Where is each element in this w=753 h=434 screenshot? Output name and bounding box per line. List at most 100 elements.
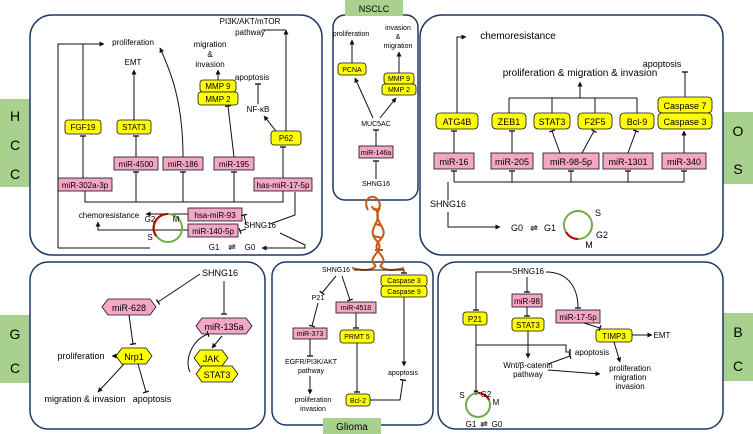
- svg-text:ZEB1: ZEB1: [498, 117, 521, 127]
- hcc-mir302-box: miR-302a-3p: [57, 177, 113, 192]
- svg-text:STAT3: STAT3: [204, 370, 231, 380]
- os-mir1301-box: miR-1301: [602, 152, 654, 170]
- gc-mir135a-to-jak: [211, 335, 223, 349]
- hcc-panel: proliferation PI3K/AKT/mTOR pathway migr…: [57, 17, 313, 252]
- svg-text:Glioma: Glioma: [336, 422, 368, 433]
- svg-text:miR-16: miR-16: [439, 157, 468, 167]
- glioma-shng16: SHNG16: [322, 267, 350, 274]
- svg-text:miR-146a: miR-146a: [361, 150, 391, 157]
- svg-text:miR-98: miR-98: [514, 297, 540, 306]
- svg-text:STAT3: STAT3: [122, 123, 146, 132]
- nsclc-invasion-1: invasion: [385, 25, 411, 32]
- nsclc-mmp2-box: MMP 2: [381, 83, 417, 96]
- svg-text:F2F5: F2F5: [584, 117, 605, 127]
- svg-text:G2: G2: [596, 230, 608, 240]
- bc-prolif-3: invasion: [615, 382, 644, 391]
- bc-wnt-inhibit-apoptosis: [547, 352, 572, 365]
- svg-text:G0: G0: [245, 243, 256, 252]
- svg-text:G0: G0: [511, 223, 523, 233]
- os-f2f5-box: F2F5: [577, 112, 613, 130]
- glioma-egfr-2: pathway: [298, 368, 325, 375]
- os-mir340-box: miR-340: [661, 152, 707, 170]
- hcc-migration-line1: migration: [194, 40, 227, 49]
- bc-shng16: SHNG16: [512, 267, 545, 276]
- gc-proliferation: proliferation: [57, 351, 104, 361]
- os-bcl9-box: Bcl-9: [619, 112, 655, 130]
- bc-stat3-box: STAT3: [511, 317, 545, 332]
- svg-text:TIMP3: TIMP3: [602, 332, 626, 341]
- gc-mir628-inhibit-nrp1: [128, 314, 137, 346]
- panel-hcc-frame: [29, 14, 323, 256]
- glioma-shng16-inhibit-mir4518: [341, 275, 354, 302]
- hcc-fgf19-box: FGF19: [64, 119, 102, 135]
- nsclc-invasion-2: &: [396, 34, 401, 41]
- svg-text:Nrp1: Nrp1: [124, 352, 144, 362]
- svg-text:G2: G2: [481, 390, 492, 399]
- hcc-letter-1: H: [10, 108, 20, 124]
- hcc-emt: EMT: [125, 58, 142, 67]
- hcc-mir195-inhibit-mmp: [224, 104, 235, 158]
- hcc-mmp2-box: MMP 2: [197, 91, 239, 106]
- svg-text:miR-4518: miR-4518: [341, 305, 371, 312]
- svg-text:FGF19: FGF19: [71, 123, 96, 132]
- nsclc-muc-to-pcna: [354, 77, 374, 119]
- hcc-stat3-box: STAT3: [116, 119, 152, 135]
- bc-mir98-box: miR-98: [511, 293, 543, 308]
- os-shng16: SHNG16: [430, 199, 466, 209]
- gc-shng16: SHNG16: [202, 268, 238, 278]
- hcc-mir186-to-prolif: [159, 47, 184, 158]
- bc-cell-cycle-icon: S G2 M G1 ⇌ G0: [459, 390, 503, 429]
- glioma-prolif-2: invasion: [300, 406, 326, 413]
- glioma-casp9-box: Caspase 9: [380, 285, 428, 298]
- svg-text:miR-4500: miR-4500: [119, 160, 154, 169]
- gc-jak-box: JAK: [193, 349, 229, 367]
- glioma-p21: P21: [312, 295, 325, 302]
- gc-stat3-box: STAT3: [195, 365, 239, 383]
- hcc-mir4500-box: miR-4500: [113, 156, 159, 171]
- panel-bc-frame: [437, 261, 724, 430]
- gc-migration: migration & invasion: [44, 394, 125, 404]
- os-mir1301-inhibit: [627, 129, 640, 154]
- svg-text:miR-135a: miR-135a: [204, 322, 243, 332]
- svg-text:JAK: JAK: [203, 354, 220, 364]
- nsclc-muc5ac: MUC5AC: [361, 121, 391, 128]
- svg-text:miR-195: miR-195: [219, 160, 250, 169]
- nsclc-pcna-box: PCNA: [337, 62, 367, 76]
- gc-letter-2: C: [10, 360, 20, 376]
- os-casp3-box: Caspase 3: [657, 112, 713, 130]
- svg-text:PCNA: PCNA: [342, 67, 362, 74]
- panel-os-frame: [419, 14, 724, 256]
- bc-mir17-box: miR-17-5p: [555, 309, 601, 324]
- svg-text:⇌: ⇌: [530, 223, 538, 233]
- bc-prolif-1: proliferation: [609, 364, 651, 373]
- nsclc-proliferation: proliferation: [333, 31, 370, 38]
- hcc-mmp9-box: MMP 9: [199, 79, 237, 93]
- gc-mir628-box: miR-628: [101, 298, 157, 316]
- hcc-letter-3: C: [10, 166, 20, 182]
- bc-timp3-to-prolif: [613, 341, 622, 363]
- nsclc-invasion-3: migration: [384, 43, 413, 50]
- nsclc-muc-to-mmp: [379, 97, 397, 119]
- hcc-prolif-left-line: [57, 43, 83, 248]
- os-letter-1: O: [733, 123, 744, 139]
- svg-text:G1: G1: [544, 223, 556, 233]
- svg-text:miR-302a-3p: miR-302a-3p: [62, 181, 109, 190]
- nsclc-panel: proliferation invasion & migration PCNA …: [333, 25, 417, 188]
- svg-text:miR-628: miR-628: [112, 303, 146, 313]
- os-cell-cycle-icon: G0 ⇌ G1 S G2 M: [511, 208, 608, 250]
- os-shng16-to-cycle: [447, 212, 501, 230]
- glioma-shng16-inhibit-p21: [319, 275, 337, 296]
- hcc-shng16: SHNG16: [244, 221, 277, 230]
- hcc-letter-2: C: [10, 137, 20, 153]
- os-mir98-box: miR-98-5p: [542, 152, 600, 170]
- svg-text:G2: G2: [145, 215, 156, 224]
- side-label-os: O S: [723, 112, 753, 184]
- nsclc-mmp9-box: MMP 9: [383, 72, 415, 85]
- os-casp7-box: Caspase 7: [657, 96, 713, 114]
- gc-letter-1: G: [10, 326, 21, 342]
- os-zeb1-box: ZEB1: [491, 112, 527, 130]
- hcc-pathway-line2: pathway: [235, 28, 265, 37]
- os-chemoresistance: chemoresistance: [480, 31, 556, 42]
- os-mir205-box: miR-205: [490, 152, 534, 170]
